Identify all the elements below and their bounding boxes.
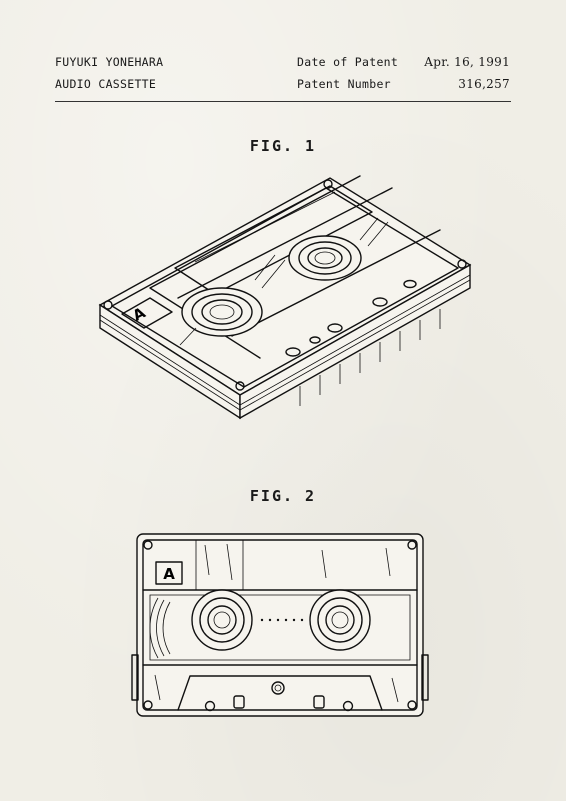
- corner-screws-front: [143, 540, 417, 710]
- window-glare-lines-front: [154, 543, 399, 703]
- fig-1-label: FIG. 1: [249, 137, 317, 155]
- fig-1-cassette-isometric-drawing: A: [98, 175, 472, 420]
- tape-guide-holes: [285, 279, 417, 357]
- right-reel: [288, 235, 362, 281]
- right-reel-front: [309, 589, 371, 651]
- cassette-shell-body: [98, 175, 472, 420]
- left-reel: [181, 287, 263, 337]
- corner-screws: [103, 179, 467, 391]
- date-of-patent-value: Apr. 16, 1991: [424, 55, 510, 69]
- side-a-letter-front: A: [163, 565, 175, 583]
- head-opening-area: [177, 675, 383, 712]
- window-glare-lines: [179, 217, 389, 346]
- patent-number-value: 316,257: [458, 77, 510, 91]
- fig-2-label: FIG. 2: [249, 487, 317, 505]
- patent-title: AUDIO CASSETTE: [55, 77, 157, 91]
- date-of-patent-label: Date of Patent: [297, 55, 399, 69]
- fig-2-cassette-front-drawing: A: [131, 533, 429, 717]
- inventor-name: FUYUKI YONEHARA: [55, 55, 164, 69]
- side-a-stamp-front: A: [155, 561, 183, 585]
- patent-number-label: Patent Number: [297, 77, 391, 91]
- left-reel-front: [191, 589, 253, 651]
- header-rule: [55, 101, 511, 102]
- tape-path-dots: [260, 618, 304, 622]
- cassette-outline-front: [131, 533, 429, 717]
